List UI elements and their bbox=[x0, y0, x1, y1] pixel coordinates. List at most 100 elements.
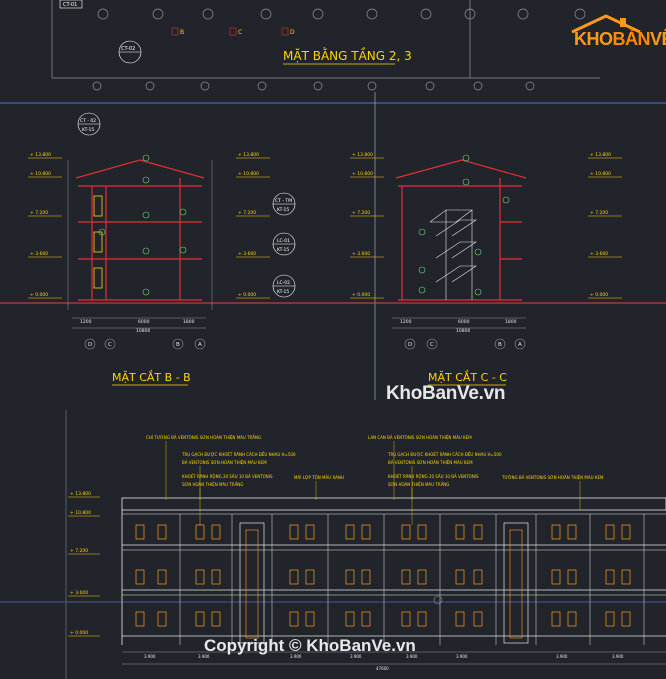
tag-lc01-sheet: KT-15 bbox=[277, 247, 289, 253]
elevation: CHỈ TƯỜNG BẢ VENTONIS SƠN HOÀN THIỆN MÀU… bbox=[0, 410, 666, 679]
bb-level-r2: + 10.800 bbox=[238, 171, 259, 177]
stairs bbox=[429, 209, 477, 300]
cc-dim-total: 10800 bbox=[456, 328, 470, 334]
cc-level-4: + 3.600 bbox=[352, 251, 370, 257]
bb-level-5: + 0.000 bbox=[30, 292, 48, 298]
cc-axis-b: B bbox=[498, 342, 502, 348]
logo-text-b: BẢN bbox=[612, 29, 651, 49]
elevation-openings bbox=[135, 524, 631, 627]
section-bb-title: MẶT CẮT B - B bbox=[112, 370, 191, 384]
section-cc-title: MẶT CẮT C - C bbox=[428, 370, 507, 384]
cc-dim-2: 6000 bbox=[458, 319, 470, 325]
elev-dim-7: 3.900 bbox=[556, 654, 568, 659]
section-bb: + 13.800 + 10.800 + 7.200 + 3.600 + 0.00… bbox=[0, 152, 365, 386]
bb-axis-d: D bbox=[88, 342, 92, 348]
elevation-notes: CHỈ TƯỜNG BẢ VENTONIS SƠN HOÀN THIỆN MÀU… bbox=[146, 435, 604, 487]
elev-dim-total: 47600 bbox=[376, 666, 389, 671]
bb-dim-2: 6000 bbox=[138, 319, 150, 325]
elevation-dims: 3.900 3.900 3.900 3.900 3.900 3.900 3.90… bbox=[144, 654, 624, 671]
bb-level-r3: + 7.200 bbox=[238, 210, 256, 216]
section-bb-levels: + 13.800 + 10.800 + 7.200 + 3.600 + 0.00… bbox=[30, 152, 259, 298]
tag-ct-tm-sheet: KT-15 bbox=[277, 207, 289, 213]
cc-axis-d: D bbox=[408, 342, 412, 348]
section-bb-slabs bbox=[75, 159, 205, 301]
note-2: TRỤ GẠCH ĐƯỢC KHOÉT RÃNH CÁCH ĐỀU NHAU H… bbox=[181, 452, 296, 457]
elev-dim-8: 3.900 bbox=[612, 654, 624, 659]
note-leaders bbox=[165, 441, 581, 525]
note-12: TƯỜNG BẢ VENTONIS SƠN HOÀN THIỆN MÀU KEM bbox=[501, 475, 604, 480]
bb-level-1: + 13.800 bbox=[30, 152, 51, 158]
bb-level-4: + 3.600 bbox=[30, 251, 48, 257]
bb-axis-b: B bbox=[176, 342, 180, 348]
grid-letter-c: C bbox=[238, 29, 242, 36]
cc-level-r2: + 10.800 bbox=[590, 171, 611, 177]
section-cc-levels: + 13.800 + 10.800 + 7.200 + 3.600 + 0.00… bbox=[352, 152, 611, 298]
grid-letter-b: B bbox=[180, 29, 184, 36]
elev-dim-3: 3.900 bbox=[290, 654, 302, 659]
tag-ct-tm-text: CT - TM bbox=[275, 198, 292, 204]
note-10: KHOÉT RÃNH RỘNG 20 SÂU 10 BẢ VENTONIS bbox=[388, 474, 479, 479]
bb-level-r4: + 3.600 bbox=[238, 251, 256, 257]
cc-axis-a: A bbox=[518, 342, 522, 348]
bb-axis-c: C bbox=[108, 342, 112, 348]
note-6: MÁI LỢP TÔN MÀU XANH bbox=[294, 475, 344, 480]
note-8: TRỤ GẠCH ĐƯỢC KHOÉT RÃNH CÁCH ĐỀU NHAU H… bbox=[387, 452, 502, 457]
cc-dim-1: 1200 bbox=[400, 319, 412, 325]
note-1: CHỈ TƯỜNG BẢ VENTONIS SƠN HOÀN THIỆN MÀU… bbox=[146, 435, 261, 440]
bb-level-r1: + 13.800 bbox=[238, 152, 259, 158]
section-cc: + 13.800 + 10.800 + 7.200 + 3.600 + 0.00… bbox=[350, 152, 622, 386]
cc-level-r4: + 3.600 bbox=[590, 251, 608, 257]
cc-dims: 1200 6000 1800 10800 bbox=[400, 319, 517, 334]
cc-level-r1: + 13.800 bbox=[590, 152, 611, 158]
note-4: KHOÉT RÃNH RỘNG 20 SÂU 10 BẢ VENTONIS bbox=[182, 474, 273, 479]
tag-lc01-text: LC-01 bbox=[277, 238, 290, 244]
plan-grid-bubbles bbox=[92, 8, 586, 91]
section-cc-slabs bbox=[395, 159, 527, 301]
tag-ct-tm: CT - TM KT-15 bbox=[272, 192, 296, 216]
elev-level-3: + 7.200 bbox=[70, 548, 88, 554]
tag-lc02-sheet: KT-15 bbox=[277, 289, 289, 295]
tag-ct02: CT-02 bbox=[118, 40, 142, 64]
bb-dim-1: 1200 bbox=[80, 319, 92, 325]
cc-level-1: + 13.800 bbox=[352, 152, 373, 158]
bb-level-r5: + 0.000 bbox=[238, 292, 256, 298]
copyright-watermark: Copyright © KhoBanVe.vn bbox=[204, 636, 416, 655]
note-9: BẢ VENTONIS SƠN HOÀN THIỆN MÀU KEM bbox=[388, 460, 473, 465]
cc-level-3: + 7.200 bbox=[352, 210, 370, 216]
tag-lc02-text: LC-02 bbox=[277, 280, 290, 286]
cc-level-5: + 0.000 bbox=[352, 292, 370, 298]
elev-level-2: + 10.800 bbox=[70, 510, 91, 516]
bb-axis-a: A bbox=[198, 342, 202, 348]
tag-ct01: CT-01 bbox=[59, 0, 83, 9]
elev-dim-6: 3.900 bbox=[456, 654, 468, 659]
bb-dim-3: 1800 bbox=[183, 319, 195, 325]
site-watermark: KhoBanVe.vn bbox=[386, 383, 506, 404]
tag-ct1-02-text: CT - 02 bbox=[80, 118, 96, 124]
cc-dim-3: 1800 bbox=[505, 319, 517, 325]
elev-dim-1: 3.900 bbox=[144, 654, 156, 659]
logo-text-c: VẼ bbox=[650, 29, 666, 49]
cc-level-r5: + 0.000 bbox=[590, 292, 608, 298]
elev-level-4: + 3.600 bbox=[70, 590, 88, 596]
elev-level-1: + 13.800 bbox=[70, 491, 91, 497]
elev-dim-2: 3.900 bbox=[198, 654, 210, 659]
section-bb-markers bbox=[98, 154, 187, 296]
plan-grid-letters bbox=[171, 27, 289, 36]
elev-level-5: + 0.000 bbox=[70, 630, 88, 636]
tag-lc02: LC-02 KT-15 bbox=[272, 274, 296, 298]
note-5: SƠN HOÀN THIỆN MÀU TRẮNG bbox=[182, 482, 243, 487]
elev-dim-4: 3.900 bbox=[350, 654, 362, 659]
section-bb-columns bbox=[93, 195, 103, 289]
bb-level-2: + 10.800 bbox=[30, 171, 51, 177]
note-11: SƠN HOÀN THIỆN MÀU TRẮNG bbox=[388, 482, 449, 487]
tag-ct1-02: CT - 02 KT-15 bbox=[77, 112, 101, 136]
elevation-levels: + 13.800 + 10.800 + 7.200 + 3.600 + 0.00… bbox=[70, 491, 91, 636]
bb-level-ticks bbox=[28, 157, 270, 299]
bb-dims: 1200 6000 1800 10800 bbox=[80, 319, 195, 334]
house-roof-icon bbox=[571, 14, 641, 34]
grid-letter-d: D bbox=[290, 29, 295, 36]
plan-fragment bbox=[0, 0, 666, 104]
cc-level-r3: + 7.200 bbox=[590, 210, 608, 216]
tag-lc01: LC-01 KT-15 bbox=[272, 232, 296, 256]
